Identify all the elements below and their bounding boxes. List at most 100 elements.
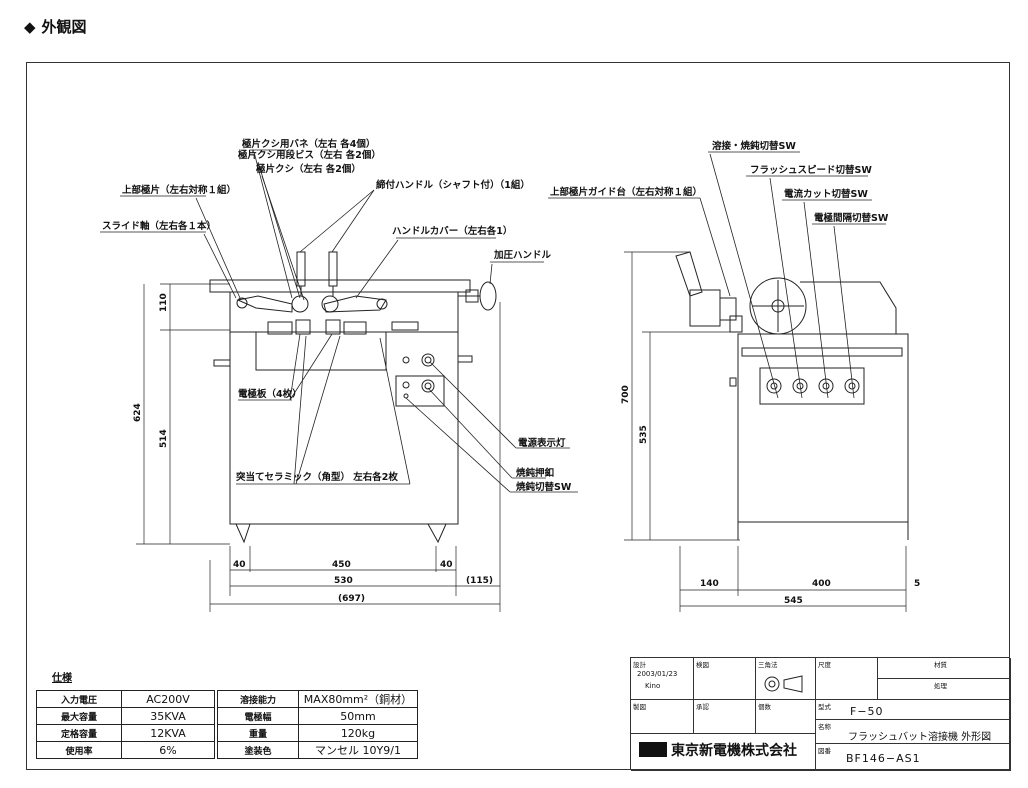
label-stepped-screw: 極片クシ用段ビス（左右 各2個）: [237, 149, 381, 161]
front-top-rail: [209, 279, 471, 293]
spec-value: MAX80mm²（銅材）: [298, 690, 418, 708]
spec-value: 6%: [121, 741, 215, 759]
dim-5: 5: [914, 579, 920, 589]
treatment-caption: 処理: [934, 682, 947, 690]
label-comb: 極片クシ（左右 各2個）: [255, 163, 361, 175]
side-switch-panel: [759, 367, 865, 405]
qty-caption: 個数: [758, 703, 771, 711]
design-name: Kino: [645, 682, 661, 690]
drawing-number: BF146−AS1: [846, 752, 921, 765]
page-title: 外観図: [41, 18, 87, 36]
company-logo-icon: [639, 742, 667, 757]
check-cell: 検図: [694, 658, 756, 700]
spec-value: 12KVA: [121, 724, 215, 742]
third-angle-projection-icon: [764, 675, 803, 693]
spec-value: 120kg: [298, 724, 418, 742]
dim-697: (697): [338, 594, 365, 604]
company-name: 東京新電機株式会社: [639, 740, 797, 760]
front-leg-left: [235, 523, 251, 544]
dim-140: 140: [700, 579, 719, 589]
label-pressure-handle: 加圧ハンドル: [493, 249, 552, 261]
material-cell: 材質: [878, 658, 1011, 679]
label-clamp-handle: 締付ハンドル（シャフト付）（1組）: [376, 179, 530, 191]
approved-caption: 承認: [696, 703, 709, 711]
left-handle: [296, 251, 306, 287]
design-cell: 設計 2003/01/23 Kino: [631, 658, 694, 700]
label-current-cut-sw: 電流カット切替SW: [784, 188, 868, 200]
front-cabinet: [229, 331, 459, 525]
spec-key: 使用率: [36, 741, 122, 759]
spec-key: 定格容量: [36, 724, 122, 742]
label-electrode-plate: 電極板（4枚）: [238, 388, 302, 400]
dim-115: (115): [466, 576, 493, 586]
name-cell: 名称 フラッシュバット溶接機 外形図: [816, 720, 1011, 744]
pressure-handle-wheel: [479, 281, 497, 311]
label-ceramic: 突当てセラミック（角型） 左右各2枚: [236, 471, 398, 483]
spec-key: 重量: [217, 724, 299, 742]
design-caption: 設計: [633, 661, 646, 669]
spec-value: AC200V: [121, 690, 215, 708]
drawn-caption: 製図: [633, 703, 646, 711]
check-caption: 検図: [696, 661, 709, 669]
label-anneal-switch: 焼鈍切替SW: [516, 481, 572, 493]
side-cover: [800, 281, 897, 335]
page-heading: ◆ 外観図: [24, 16, 87, 37]
side-cabinet: [737, 333, 909, 523]
label-power-lamp: 電源表示灯: [518, 437, 566, 449]
label-upper-pole: 上部極片（左右対称１組）: [122, 184, 236, 196]
design-date: 2003/01/23: [637, 670, 678, 678]
side-guide-block: [689, 289, 721, 327]
label-anneal-push: 焼鈍押釦: [516, 467, 555, 479]
dim-40-right: 40: [440, 560, 453, 570]
diamond-icon: ◆: [24, 18, 36, 36]
dim-400: 400: [812, 579, 831, 589]
spec-title: 仕様: [52, 673, 72, 684]
dim-535: 535: [639, 425, 649, 444]
dwg-cell: 図番 BF146−AS1: [816, 744, 1011, 771]
dwg-caption: 図番: [818, 747, 831, 755]
spec-value: 50mm: [298, 707, 418, 725]
approved-cell: 承認: [694, 700, 756, 734]
dim-700: 700: [621, 385, 631, 404]
qty-cell: 個数: [756, 700, 816, 734]
dim-530: 530: [334, 576, 353, 586]
company-cell: 東京新電機株式会社: [631, 734, 816, 771]
dim-514: 514: [159, 429, 169, 448]
scale-cell: 尺度: [816, 658, 878, 700]
model-value: F−50: [850, 705, 884, 718]
label-flash-speed-sw: フラッシュスピード切替SW: [750, 164, 872, 176]
left-arm: [236, 295, 293, 313]
spec-key: 電極幅: [217, 707, 299, 725]
front-inner-block: [255, 331, 387, 371]
scale-caption: 尺度: [818, 661, 831, 669]
projection-cell: 三角法: [756, 658, 816, 700]
dim-545: 545: [784, 596, 803, 606]
title-block: 設計 2003/01/23 Kino 検図 三角法 尺度 材質 処理 製図 承認…: [630, 657, 1011, 771]
projection-caption: 三角法: [758, 661, 778, 669]
spec-value: 35KVA: [121, 707, 215, 725]
label-electrode-gap-sw: 電極間隔切替SW: [814, 212, 889, 224]
dim-40-left: 40: [233, 560, 246, 570]
drawing-name: フラッシュバット溶接機 外形図: [848, 732, 992, 743]
treatment-cell: 処理: [878, 679, 1011, 700]
spec-key: 入力電圧: [36, 690, 122, 708]
label-spring: 極片クシ用バネ（左右 各4個）: [241, 138, 375, 150]
drawn-cell: 製図: [631, 700, 694, 734]
dim-110: 110: [159, 293, 169, 312]
name-caption: 名称: [818, 723, 831, 731]
dim-624: 624: [133, 403, 143, 422]
model-cell: 型式 F−50: [816, 700, 1011, 720]
front-control-panel: [395, 375, 445, 407]
material-caption: 材質: [934, 661, 947, 669]
dim-450: 450: [332, 560, 351, 570]
side-handwheel: [749, 277, 807, 335]
spec-value: マンセル 10Y9/1: [298, 741, 418, 759]
company-text: 東京新電機株式会社: [671, 743, 797, 759]
front-leg-right: [427, 523, 447, 544]
